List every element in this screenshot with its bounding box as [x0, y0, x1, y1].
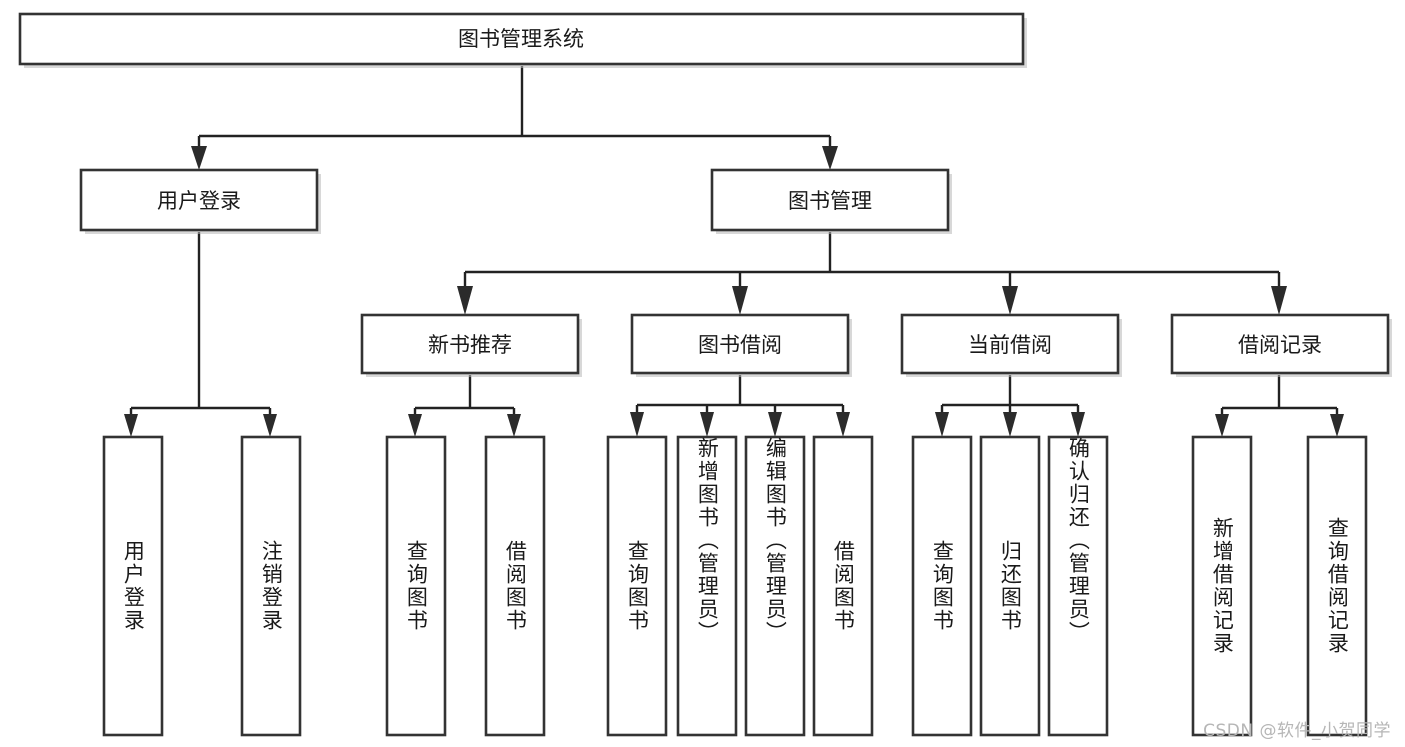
arrow-newbook-leaf1	[408, 414, 422, 437]
arrow-borrow-leaf1	[630, 412, 644, 437]
node-root[interactable]: 图书管理系统	[18, 12, 1027, 68]
node-user-login-label: 用户登录	[157, 189, 241, 213]
leaf-box-query-book-1[interactable]	[385, 435, 447, 737]
arrow-borrow-leaf3	[768, 412, 782, 437]
node-current-borrow-label: 当前借阅	[968, 333, 1052, 357]
csdn-watermark: CSDN @软件_小贺同学	[1203, 721, 1391, 741]
node-root-label: 图书管理系统	[458, 27, 584, 51]
leaf-box-borrow-book-2[interactable]	[812, 435, 874, 737]
node-current-borrow-box[interactable]	[900, 313, 1120, 375]
node-user-login-box[interactable]	[79, 168, 319, 232]
node-book-borrow-box[interactable]	[630, 313, 850, 375]
connector-group-records	[1215, 375, 1344, 437]
arrow-bookmgmt-to-records	[1271, 286, 1287, 315]
connector-group-current	[935, 375, 1085, 437]
arrow-login-to-user-login	[124, 414, 138, 437]
leaf-box-add-book[interactable]	[676, 435, 738, 737]
arrow-bookmgmt-to-newbook	[457, 286, 473, 315]
node-book-management-label: 图书管理	[788, 189, 872, 213]
leaf-box-query-record[interactable]	[1306, 435, 1368, 737]
connector-group-borrow	[630, 375, 850, 437]
leaf-box-return-book[interactable]	[979, 435, 1041, 737]
arrow-root-to-login	[191, 146, 207, 170]
leaf-box-query-book-3[interactable]	[911, 435, 973, 737]
connector-group-newbook	[408, 375, 521, 437]
node-borrow-records-box[interactable]	[1170, 313, 1390, 375]
arrow-login-to-logout	[263, 414, 277, 437]
arrow-current-leaf2	[1003, 412, 1017, 437]
leaf-box-user-login[interactable]	[102, 435, 164, 737]
node-borrow-records[interactable]: 借阅记录	[1170, 313, 1392, 377]
leaf-box-borrow-book-1[interactable]	[484, 435, 546, 737]
arrow-records-leaf2	[1330, 414, 1344, 437]
arrow-current-leaf1	[935, 412, 949, 437]
leaf-box-add-record[interactable]	[1191, 435, 1253, 737]
node-borrow-records-label: 借阅记录	[1238, 333, 1322, 357]
node-book-borrow-label: 图书借阅	[698, 333, 782, 357]
node-new-book-recommend-label: 新书推荐	[428, 333, 512, 357]
node-current-borrow[interactable]: 当前借阅	[900, 313, 1122, 377]
arrow-bookmgmt-to-borrow	[732, 286, 748, 315]
node-new-book-recommend-box[interactable]	[360, 313, 580, 375]
arrow-bookmgmt-to-current	[1002, 286, 1018, 315]
leaf-box-confirm-return[interactable]	[1047, 435, 1109, 737]
node-user-login[interactable]: 用户登录	[79, 168, 321, 234]
arrow-borrow-leaf2	[700, 412, 714, 437]
leaf-box-edit-book[interactable]	[744, 435, 806, 737]
node-root-box[interactable]	[18, 12, 1025, 66]
leaf-box-logout[interactable]	[240, 435, 302, 737]
arrow-records-leaf1	[1215, 414, 1229, 437]
node-new-book-recommend[interactable]: 新书推荐	[360, 313, 582, 377]
connector-group-bookmgmt	[457, 232, 1287, 315]
arrow-current-leaf3	[1071, 412, 1085, 437]
connector-group-root	[191, 66, 838, 170]
arrow-root-to-bookmgmt	[822, 146, 838, 170]
node-book-management[interactable]: 图书管理	[710, 168, 952, 234]
node-book-borrow[interactable]: 图书借阅	[630, 313, 852, 377]
arrow-borrow-leaf4	[836, 412, 850, 437]
connector-group-login	[124, 232, 277, 437]
node-book-management-box[interactable]	[710, 168, 950, 232]
leaf-boxes	[102, 435, 1368, 737]
arrow-newbook-leaf2	[507, 414, 521, 437]
leaf-box-query-book-2[interactable]	[606, 435, 668, 737]
